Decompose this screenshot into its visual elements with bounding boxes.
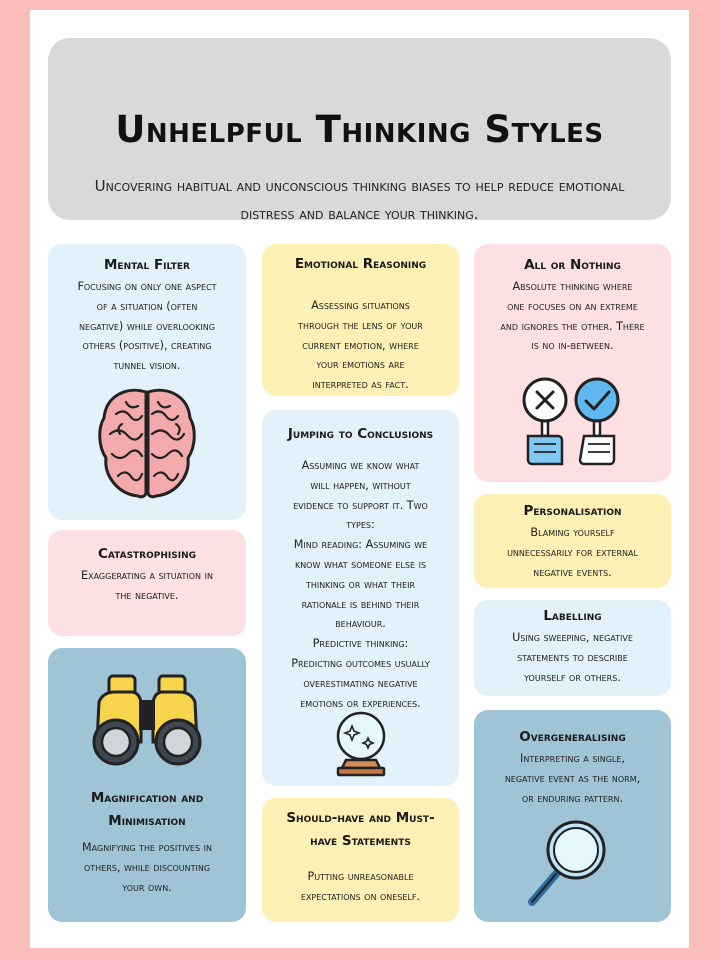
card-body: Using sweeping, negative statements to d… — [512, 631, 633, 684]
card-body: Exaggerating a situation in the negative… — [81, 569, 213, 602]
card-labelling: Labelling Using sweeping, negative state… — [474, 600, 671, 696]
card-overgeneralising: Overgeneralising Interpreting a single, … — [474, 710, 671, 922]
card-body: Assessing situations through the lens of… — [298, 299, 423, 392]
card-body: Absolute thinking where one focuses on a… — [500, 280, 645, 353]
card-all-or-nothing: All or Nothing Absolute thinking where o… — [474, 244, 671, 482]
crystal-ball-icon — [336, 711, 386, 777]
card-title: Emotional Reasoning — [294, 256, 427, 272]
card-mental-filter: Mental Filter Focusing on only one aspec… — [48, 244, 246, 520]
card-title: Personalisation — [523, 503, 622, 519]
card-body: Blaming yourself unnecessarily for exter… — [507, 526, 638, 579]
card-title: Should-have and Must- have Statements — [286, 810, 435, 849]
card-title: All or Nothing — [524, 257, 621, 273]
card-personalisation: Personalisation Blaming yourself unneces… — [474, 494, 671, 588]
card-title: Mental Filter — [104, 257, 190, 273]
card-title: Labelling — [543, 608, 602, 624]
brain-icon — [98, 388, 196, 499]
card-should-must-statements: Should-have and Must- have Statements Pu… — [262, 798, 459, 922]
card-body: Putting unreasonable expectations on one… — [300, 870, 421, 903]
card-body: Interpreting a single, negative event as… — [504, 752, 641, 805]
card-magnification-minimisation: Magnification and Minimisation Magnifyin… — [48, 648, 246, 922]
card-title: Magnification and Minimisation — [90, 790, 204, 829]
binoculars-icon — [92, 674, 202, 766]
card-catastrophising: Catastrophising Exaggerating a situation… — [48, 530, 246, 636]
header-banner: Unhelpful Thinking Styles Uncovering hab… — [48, 38, 671, 223]
cross-and-check-signs-icon — [522, 377, 620, 466]
card-title: Overgeneralising — [519, 729, 626, 745]
card-body: Assuming we know what will happen, witho… — [291, 459, 430, 710]
card-jumping-to-conclusions: Jumping to Conclusions Assuming we know … — [262, 410, 459, 786]
card-emotional-reasoning: Emotional Reasoning Assessing situations… — [262, 244, 459, 396]
page-subtitle: Uncovering habitual and unconscious thin… — [94, 177, 625, 223]
card-body: Focusing on only one aspect of a situati… — [77, 280, 217, 373]
card-body: Magnifying the positives in others, whil… — [82, 841, 212, 894]
card-title: Catastrophising — [97, 546, 196, 562]
page-title: Unhelpful Thinking Styles — [115, 108, 604, 151]
card-title: Jumping to Conclusions — [287, 426, 434, 442]
magnifying-glass-icon — [528, 820, 606, 906]
